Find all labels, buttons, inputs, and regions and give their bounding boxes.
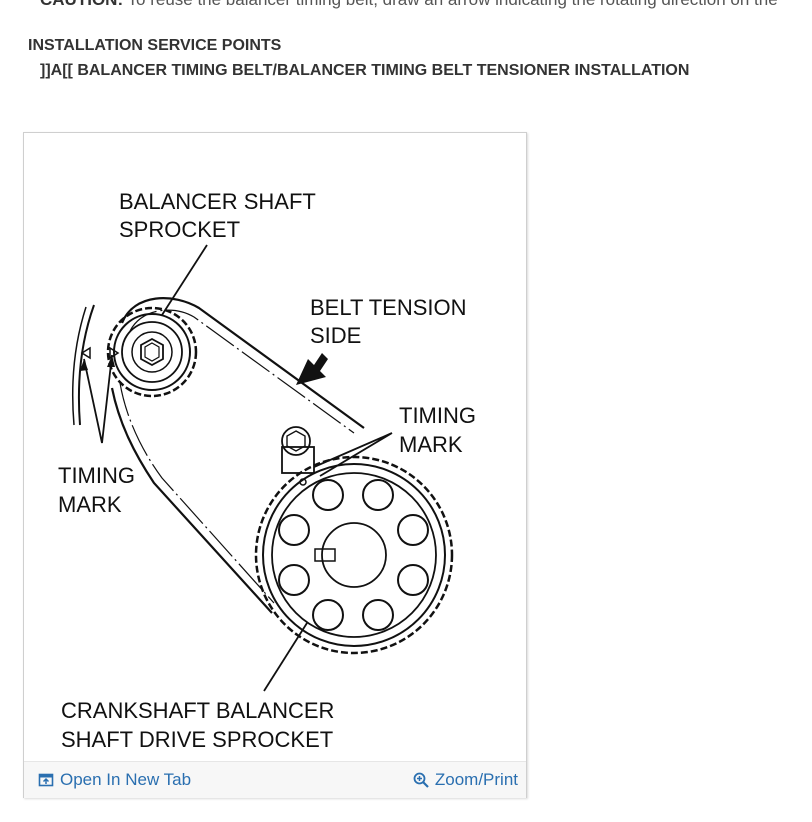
timing-belt-diagram: BALANCER SHAFT SPROCKET BELT TENSION SID… bbox=[58, 189, 476, 752]
label-belt-tension-1: BELT TENSION bbox=[310, 295, 467, 320]
open-in-new-tab-link[interactable]: Open In New Tab bbox=[38, 770, 191, 790]
leader-timing-mark-left bbox=[83, 354, 113, 444]
caution-body: To reuse the balancer timing belt, draw … bbox=[123, 0, 778, 9]
caution-label: CAUTION: bbox=[40, 0, 123, 9]
timing-mark-triangle bbox=[109, 346, 120, 360]
housing-edge bbox=[77, 304, 95, 426]
label-timing-mark-right-2: MARK bbox=[399, 432, 463, 457]
leader-timing-mark-right bbox=[313, 432, 393, 477]
belt-tensioner bbox=[281, 426, 315, 474]
balancer-shaft-sprocket bbox=[106, 306, 198, 398]
caution-text: CAUTION: To reuse the balancer timing be… bbox=[40, 0, 812, 10]
label-timing-mark-left-2: MARK bbox=[58, 492, 122, 517]
balancer-timing-belt bbox=[110, 297, 365, 614]
label-belt-tension-2: SIDE bbox=[310, 323, 361, 348]
section-heading: INSTALLATION SERVICE POINTS bbox=[28, 37, 282, 54]
label-balancer-sprocket-2: SPROCKET bbox=[119, 217, 240, 242]
leader-balancer-sprocket bbox=[161, 244, 208, 316]
zoom-in-icon bbox=[413, 772, 429, 788]
label-timing-mark-right-1: TIMING bbox=[399, 403, 476, 428]
label-crankshaft-2: SHAFT DRIVE SPROCKET bbox=[61, 727, 333, 752]
zoom-print-label: Zoom/Print bbox=[434, 770, 518, 789]
sub-heading: ]]A[[ BALANCER TIMING BELT/BALANCER TIMI… bbox=[40, 62, 690, 79]
belt-tension-arrow bbox=[296, 353, 328, 385]
open-in-new-tab-label: Open In New Tab bbox=[60, 770, 192, 789]
figure-card: BALANCER SHAFT SPROCKET BELT TENSION SID… bbox=[23, 132, 527, 798]
label-timing-mark-left-1: TIMING bbox=[58, 463, 135, 488]
crankshaft-sprocket bbox=[254, 455, 454, 655]
open-in-new-tab-icon bbox=[38, 773, 54, 787]
label-crankshaft-1: CRANKSHAFT BALANCER bbox=[61, 698, 334, 723]
zoom-print-link[interactable]: Zoom/Print bbox=[413, 770, 518, 790]
leader-crankshaft-sprocket bbox=[263, 622, 308, 692]
label-balancer-sprocket-1: BALANCER SHAFT bbox=[119, 189, 316, 214]
figure-footer: Open In New Tab Zoom/Print bbox=[24, 761, 526, 798]
